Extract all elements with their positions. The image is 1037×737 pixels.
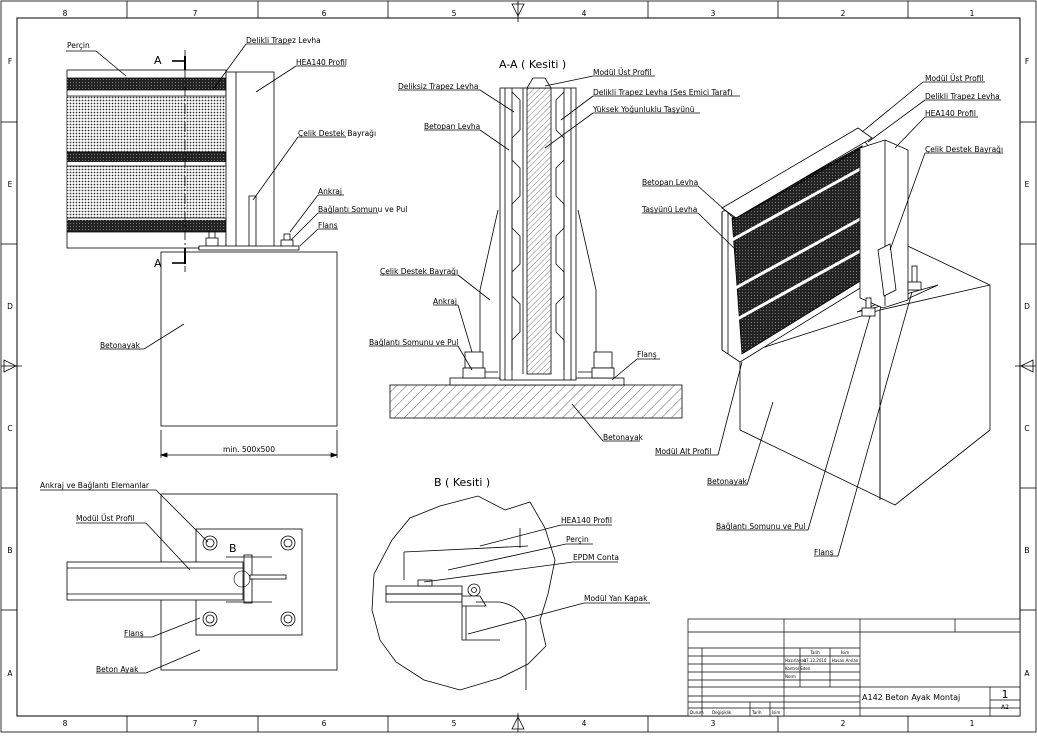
zone-right-f: F	[1025, 57, 1029, 66]
b-label-hea140: HEA140 Profil	[561, 516, 612, 525]
zone-right-d: D	[1024, 302, 1030, 311]
zone-top-2: 2	[841, 9, 846, 18]
plan-label-ankraj: Ankraj ve Bağlantı Elemanlar	[40, 481, 150, 490]
aa-label-delikli-ses: Delikli Trapez Levha (Ses Emici Taraf)	[593, 88, 733, 97]
aa-label-celik-destek: Çelik Destek Bayrağı	[380, 267, 458, 276]
zone-right-a: A	[1024, 669, 1030, 678]
front-view	[66, 43, 378, 458]
iso-label-baglanti: Bağlantı Somunu ve Pul	[716, 522, 805, 531]
zone-top-6: 6	[322, 9, 327, 18]
zone-top-4: 4	[582, 9, 587, 18]
zone-bottom-1: 1	[970, 719, 975, 728]
tb-rev-durum: Durum	[690, 710, 704, 715]
zone-bottom-8: 8	[63, 719, 68, 728]
zone-right-e: E	[1025, 180, 1030, 189]
isometric-view	[642, 81, 1003, 557]
aa-label-deliksiz: Deliksiz Trapez Levha	[398, 82, 479, 91]
aa-label-betopan: Betopan Levha	[424, 122, 480, 131]
tb-col-isim: İsim	[841, 650, 849, 655]
zone-bottom-4: 4	[582, 719, 587, 728]
zone-left-c: C	[7, 424, 12, 433]
tb-row-hazirlayan: Hazırlayan	[785, 658, 807, 663]
zone-bottom-7: 7	[193, 719, 198, 728]
plan-view	[40, 489, 338, 674]
dimension-text: min. 500x500	[223, 445, 275, 454]
zone-left-f: F	[8, 57, 12, 66]
section-marker-a-top: A	[154, 54, 162, 67]
section-b-view	[371, 495, 650, 691]
label-ankraj: Ankraj	[318, 187, 342, 196]
iso-label-betopan: Betopan Levha	[642, 178, 698, 187]
section-aa-view	[369, 75, 740, 442]
drawing-title: A142 Beton Ayak Montaj	[862, 693, 960, 702]
iso-label-hea140: HEA140 Profil	[925, 109, 976, 118]
zone-left-e: E	[8, 180, 13, 189]
zone-left-d: D	[7, 302, 13, 311]
section-aa-title: A-A ( Kesiti )	[499, 58, 566, 71]
tb-rev-tarih: Tarih	[751, 710, 762, 715]
tb-row-kontrol: Kontrol Eden	[785, 666, 811, 671]
label-delikli-trapez: Delikli Trapez Levha	[246, 36, 321, 45]
aa-label-yuksek: Yüksek Yoğunluklu Taşyünü	[592, 105, 695, 114]
zone-right-c: C	[1024, 424, 1029, 433]
iso-label-modul-alt: Modül Alt Profil	[655, 447, 711, 456]
zone-top-5: 5	[452, 9, 457, 18]
zone-left-b: B	[7, 546, 12, 555]
zone-left-a: A	[7, 669, 13, 678]
paper-size: A2	[1001, 704, 1009, 711]
plan-detail-b-marker: B	[229, 542, 237, 555]
zone-top-3: 3	[711, 9, 716, 18]
label-betonayak: Betonayak	[100, 341, 141, 350]
tb-rev-isim: İsim	[772, 710, 780, 715]
b-label-percin: Perçin	[566, 535, 589, 544]
aa-label-betonayak: Betonayak	[603, 433, 644, 442]
zone-right-b: B	[1024, 546, 1029, 555]
tb-date: 07.12.2010	[804, 658, 827, 663]
iso-label-modul-ust: Modül Üst Profil	[925, 74, 983, 83]
zone-bottom-6: 6	[322, 719, 327, 728]
plan-label-flans: Flanş	[124, 629, 144, 638]
plan-label-beton-ayak: Beton Ayak	[96, 665, 139, 674]
tb-rev-degisiklik: Değişiklik	[712, 710, 732, 715]
label-baglanti: Bağlantı Somunu ve Pul	[318, 205, 407, 214]
iso-label-betonayak: Betonayak	[707, 477, 748, 486]
zone-bottom-5: 5	[452, 719, 457, 728]
iso-label-celik-destek: Çelik Destek Bayrağı	[925, 145, 1003, 154]
label-hea140: HEA140 Profil	[296, 58, 347, 67]
zone-top-7: 7	[193, 9, 198, 18]
section-b-title: B ( Kesiti )	[434, 476, 490, 489]
section-marker-a-bottom: A	[154, 257, 162, 270]
tb-col-tarih: Tarih	[809, 650, 820, 655]
label-celik-destek: Çelik Destek Bayrağı	[298, 129, 376, 138]
tb-author: Hasan Arslan	[832, 658, 859, 663]
label-flans: Flanş	[318, 221, 338, 230]
zone-bottom-2: 2	[841, 719, 846, 728]
aa-label-flans: Flanş	[637, 350, 657, 359]
zone-top-1: 1	[970, 9, 975, 18]
aa-label-modul-ust: Modül Üst Profil	[593, 68, 651, 77]
sheet-number: 1	[1002, 688, 1009, 701]
iso-label-tasyunu: Taşyünü Levha	[641, 205, 697, 214]
iso-label-delikli: Delikli Trapez Levha	[925, 92, 1000, 101]
aa-label-ankraj: Ankraj	[433, 297, 457, 306]
title-block	[687, 618, 1021, 717]
zone-top-8: 8	[63, 9, 68, 18]
b-label-epdm: EPDM Conta	[573, 553, 619, 562]
tb-row-norm: Norm	[785, 674, 796, 679]
title-block-text: Tarih İsim Hazırlayan Kontrol Eden Norm …	[690, 650, 1009, 715]
zone-bottom-3: 3	[711, 719, 716, 728]
plan-label-modul-ust: Modül Üst Profil	[76, 514, 134, 523]
iso-label-flans: Flanş	[814, 548, 834, 557]
aa-label-baglanti: Bağlantı Somunu ve Pul	[369, 338, 458, 347]
b-label-yan-kapak: Modül Yan Kapak	[584, 594, 648, 603]
label-percin: Perçin	[67, 41, 90, 50]
